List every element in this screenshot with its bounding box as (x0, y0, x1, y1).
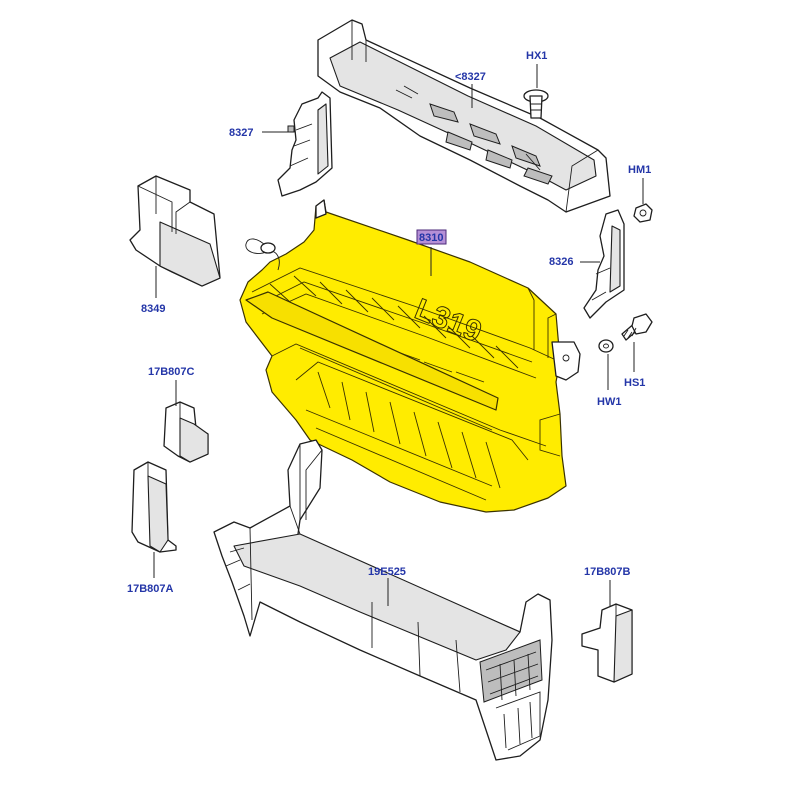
label-carrier: 19E525 (368, 566, 406, 578)
label-pad-b: 17B807B (584, 566, 631, 578)
pad-a-part (131, 461, 177, 553)
label-right-bracket: 8326 (549, 256, 573, 268)
label-hw1: HW1 (597, 396, 621, 408)
label-shutter-highlight-box (416, 229, 447, 245)
hw1-washer-part (598, 339, 614, 353)
pad-c-part (163, 401, 209, 463)
pad-b-part (581, 603, 633, 683)
right-bracket-part (583, 209, 625, 319)
label-pad-c: 17B807C (148, 366, 195, 378)
label-shutter: 8310 (419, 232, 443, 244)
label-deflector: 8349 (141, 303, 165, 315)
upper-panel-part (317, 19, 611, 213)
shutter-part: L319 (239, 199, 581, 513)
carrier-part (213, 439, 553, 761)
label-pad-a: 17B807A (127, 583, 174, 595)
label-hs1: HS1 (624, 377, 645, 389)
label-left-bracket: 8327 (229, 127, 253, 139)
label-upper-panel: <8327 (455, 71, 486, 83)
left-bracket-part (277, 91, 333, 197)
hs1-screw-part (621, 313, 653, 341)
hx1-rivet-part (523, 89, 549, 119)
hm1-clip-part (633, 203, 653, 223)
label-hm1: HM1 (628, 164, 651, 176)
deflector-part (129, 175, 221, 287)
label-hx1: HX1 (526, 50, 547, 62)
